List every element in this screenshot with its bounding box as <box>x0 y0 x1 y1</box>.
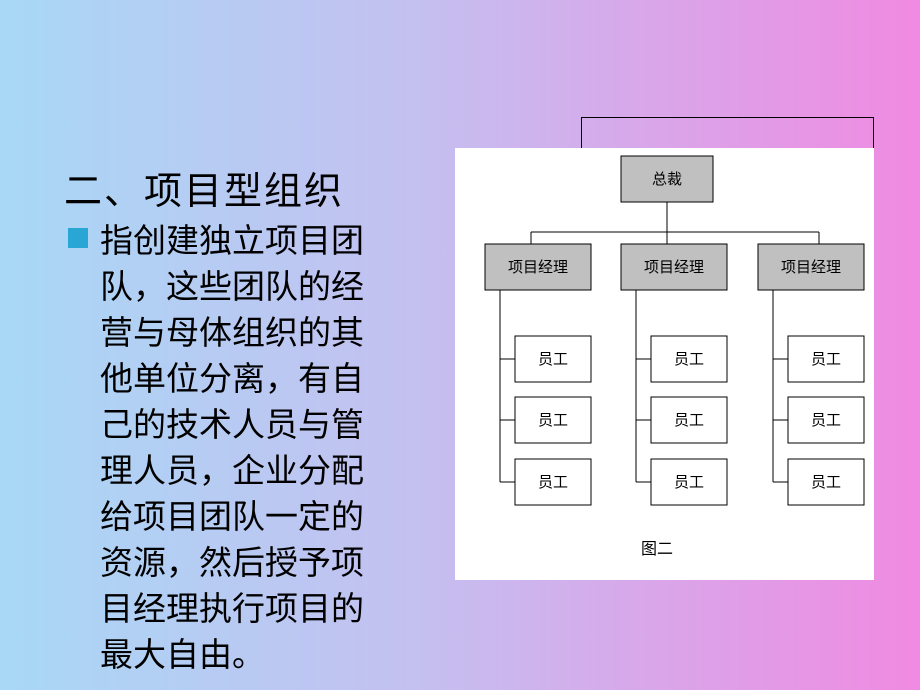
figure-caption: 图二 <box>641 539 673 558</box>
staff-label: 员工 <box>811 350 841 368</box>
frame-right-line <box>873 117 874 148</box>
staff-label: 员工 <box>674 411 704 429</box>
body-line: 己的技术人员与管 <box>100 405 364 444</box>
body-line: 理人员，企业分配 <box>100 451 364 490</box>
staff-node: 员工 <box>787 335 865 383</box>
slide-title: 二、项目型组织 <box>64 169 345 213</box>
root-label: 总裁 <box>652 170 682 188</box>
staff-node: 员工 <box>514 458 592 506</box>
body-line: 指创建独立项目团 <box>100 221 364 260</box>
staff-label: 员工 <box>674 350 704 368</box>
staff-node: 员工 <box>514 335 592 383</box>
frame-left-line <box>581 117 582 148</box>
staff-label: 员工 <box>811 411 841 429</box>
manager-node: 项目经理 <box>620 243 728 291</box>
root-node: 总裁 <box>620 155 714 203</box>
org-chart-panel: 总裁 项目经理 项目经理 项目经理 员工 员工 员工 <box>455 148 874 580</box>
staff-node: 员工 <box>650 335 728 383</box>
staff-label: 员工 <box>538 473 568 491</box>
staff-node: 员工 <box>514 396 592 444</box>
body-line: 最大自由。 <box>100 635 265 674</box>
connector-lines <box>499 202 820 483</box>
org-chart-svg: 总裁 项目经理 项目经理 项目经理 员工 员工 员工 <box>484 155 865 558</box>
bullet-square-icon <box>68 228 88 248</box>
staff-node: 员工 <box>787 458 865 506</box>
bullet-text: 指创建独立项目团 队，这些团队的经 营与母体组织的其 他单位分离，有自 己的技术… <box>100 218 440 678</box>
manager-node: 项目经理 <box>484 243 592 291</box>
staff-node: 员工 <box>787 396 865 444</box>
body-line: 给项目团队一定的 <box>100 497 364 536</box>
staff-label: 员工 <box>674 473 704 491</box>
manager-label: 项目经理 <box>644 258 704 276</box>
body-line: 营与母体组织的其 <box>100 313 364 352</box>
manager-label: 项目经理 <box>508 258 568 276</box>
body-line: 资源，然后授予项 <box>100 543 364 582</box>
frame-top-line <box>581 117 874 118</box>
staff-node: 员工 <box>650 396 728 444</box>
staff-label: 员工 <box>538 411 568 429</box>
staff-label: 员工 <box>811 473 841 491</box>
manager-node: 项目经理 <box>757 243 865 291</box>
staff-node: 员工 <box>650 458 728 506</box>
body-line: 队，这些团队的经 <box>100 267 364 306</box>
manager-label: 项目经理 <box>781 258 841 276</box>
staff-label: 员工 <box>538 350 568 368</box>
body-line: 目经理执行项目的 <box>100 589 364 628</box>
body-line: 他单位分离，有自 <box>100 359 364 398</box>
